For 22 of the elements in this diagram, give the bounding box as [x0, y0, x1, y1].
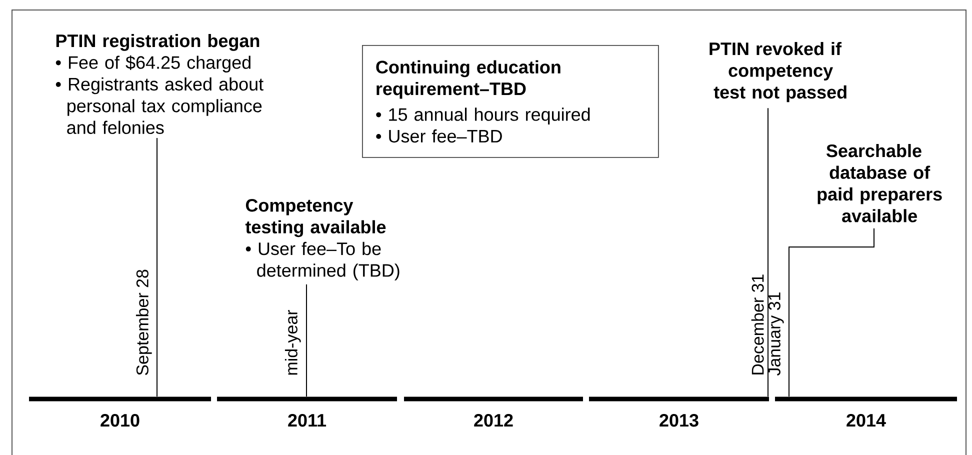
timeline-bar: 2013	[589, 396, 769, 427]
date-label: December 31	[751, 274, 764, 374]
event-note: PTIN registration began • Fee of $64.25 charged • Registrants asked about personal tax compliance and felonies	[56, 34, 264, 134]
timeline-bar: 2014	[775, 396, 957, 427]
marker-line	[788, 228, 874, 398]
date-label: mid-year	[284, 310, 301, 375]
node-label: 2012	[474, 414, 513, 427]
event-note: Competency testing available • User fee–To be determined (TBD)	[245, 198, 400, 280]
node-label: 2011	[288, 414, 326, 427]
text-box: Continuing education requirement–TBD • 15 annual hours required • User fee–TBD	[362, 45, 659, 158]
event-note: Searchable database of paid preparers available	[818, 144, 942, 222]
node-label: 2013	[660, 414, 698, 427]
date-label: September 28	[136, 270, 152, 376]
timeline-bar: 2011	[217, 396, 397, 427]
marker-line	[156, 138, 158, 398]
timeline-bar: 2010	[29, 396, 211, 427]
marker-line	[306, 284, 307, 398]
node-label: 2014	[846, 414, 886, 427]
timeline-bar: 2012	[404, 396, 583, 427]
date-label: January 31	[768, 292, 784, 376]
event-note: PTIN revoked if competency test not passed	[710, 42, 846, 102]
node-label: 2010	[100, 414, 140, 427]
